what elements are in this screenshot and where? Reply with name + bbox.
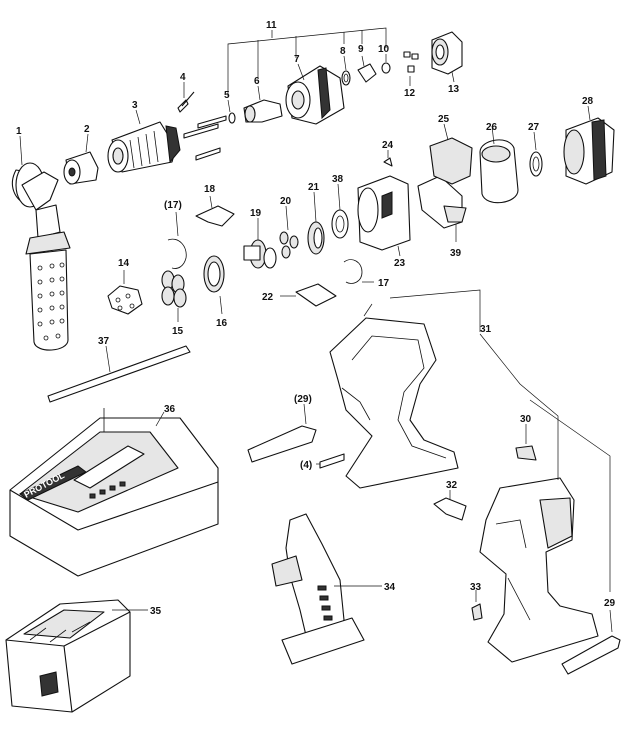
label-7: 7	[294, 54, 300, 65]
label-14: 14	[118, 258, 130, 269]
label-23: 23	[394, 258, 406, 269]
part-24-clip	[383, 150, 393, 167]
label-15: 15	[172, 326, 184, 337]
part-39-plate	[417, 175, 467, 242]
part-4-screws	[177, 82, 227, 161]
part-29-lever-left	[247, 403, 317, 463]
label-31: 31	[480, 324, 492, 335]
label-25: 25	[438, 114, 450, 125]
label-36: 36	[164, 404, 176, 415]
part-19-sun-gear	[243, 218, 277, 269]
label-20: 20	[280, 196, 292, 207]
part-16-ring-gear	[203, 255, 225, 315]
part-10-washer	[381, 54, 391, 74]
part-3-keyless-chuck	[107, 109, 181, 173]
label-4-paren: (4)	[300, 460, 312, 471]
part-34-battery-terminal	[271, 513, 382, 665]
part-31-drill-body	[479, 333, 611, 663]
part-38-washer	[331, 183, 349, 239]
callout-labels: 1 2 3 4 5 6 7 8 9 10 11 12 13 14 15 16 (…	[16, 20, 616, 617]
terminal-contacts	[317, 585, 333, 621]
part-8-ring	[341, 55, 351, 86]
label-8: 8	[340, 46, 346, 57]
label-13: 13	[448, 84, 460, 95]
label-18: 18	[204, 184, 216, 195]
label-12: 12	[404, 88, 416, 99]
label-17: 17	[378, 278, 390, 289]
label-38: 38	[332, 174, 344, 185]
part-23-gear-case	[357, 175, 411, 257]
part-13-collar	[431, 31, 463, 83]
part-36-charger	[9, 408, 219, 577]
label-35: 35	[150, 606, 162, 617]
label-2: 2	[84, 124, 90, 135]
part-31-housing-half	[329, 289, 481, 489]
label-11: 11	[266, 20, 277, 31]
part-12-pins	[403, 51, 419, 86]
label-21: 21	[308, 182, 320, 193]
part-28-motor	[563, 105, 615, 185]
part-21-ring	[307, 191, 325, 255]
charger-led-indicators	[89, 481, 126, 499]
part-25-shell	[429, 123, 473, 185]
label-37: 37	[98, 336, 110, 347]
label-34: 34	[384, 582, 396, 593]
part-18-bracket	[195, 195, 235, 227]
label-5: 5	[224, 90, 230, 101]
part-33-tab	[471, 590, 483, 621]
label-27: 27	[528, 122, 540, 133]
label-32: 32	[446, 480, 458, 491]
part-9-clip	[357, 55, 377, 83]
label-24: 24	[382, 140, 394, 151]
part-20-small-gears	[279, 205, 299, 259]
label-39: 39	[450, 248, 462, 259]
handle-grip-dots	[37, 262, 65, 341]
part-32-switch	[433, 490, 467, 521]
label-6: 6	[254, 76, 260, 87]
label-1: 1	[16, 126, 22, 137]
part-26-sleeve	[479, 125, 519, 204]
part-22-shifter	[280, 283, 337, 307]
callout-bracket-11	[227, 27, 387, 96]
part-7-gear-housing	[285, 63, 345, 125]
label-4: 4	[180, 72, 186, 83]
label-26: 26	[486, 122, 498, 133]
label-28: 28	[582, 96, 594, 107]
part-27-ring	[529, 131, 543, 177]
part-17-retaining-ring-right	[343, 259, 374, 284]
part-37-rod	[47, 345, 191, 403]
part-5-6-spindle	[227, 85, 283, 124]
part-35-battery-pack	[5, 599, 148, 713]
part-29-lever-right	[561, 609, 621, 675]
part-4-screw-small	[316, 453, 345, 469]
label-9: 9	[358, 44, 364, 55]
label-29-paren: (29)	[294, 394, 312, 405]
label-19: 19	[250, 208, 262, 219]
label-17-paren: (17)	[164, 200, 182, 211]
part-1-side-handle	[11, 135, 71, 351]
part-2-chuck-adapter	[63, 133, 99, 185]
part-30-clip	[515, 424, 537, 461]
label-33: 33	[470, 582, 482, 593]
part-15-planet-gears	[161, 270, 187, 322]
label-16: 16	[216, 318, 228, 329]
label-29: 29	[604, 598, 616, 609]
label-10: 10	[378, 44, 390, 55]
label-30: 30	[520, 414, 532, 425]
label-3: 3	[132, 100, 138, 111]
part-14-planet-carrier	[107, 270, 143, 315]
label-22: 22	[262, 292, 274, 303]
part-17-retaining-ring-left	[167, 211, 187, 269]
